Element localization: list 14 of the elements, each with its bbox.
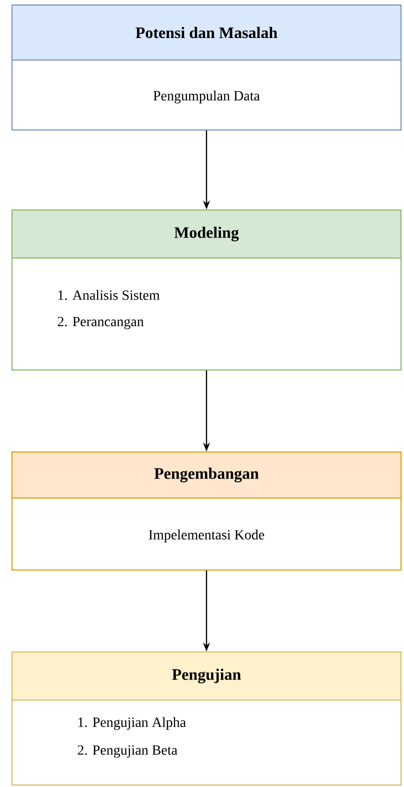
box-heading: Pengujian xyxy=(172,668,241,684)
process-box xyxy=(12,4,402,130)
list-item: 2. Perancangan xyxy=(58,316,144,330)
list-item: 1. Pengujian Alpha xyxy=(78,717,186,730)
box-heading: Modeling xyxy=(174,226,239,242)
process-box xyxy=(12,652,402,786)
list-item: 2. Pengujian Beta xyxy=(78,745,178,758)
body-text: Pengumpulan Data xyxy=(153,90,260,104)
body-text: Impelementasi Kode xyxy=(148,530,264,542)
list-item: 1. Analisis Sistem xyxy=(58,290,160,300)
process-box xyxy=(12,452,402,570)
process-box xyxy=(12,210,402,370)
box-heading: Pengembangan xyxy=(154,468,259,482)
box-heading: Potensi dan Masalah xyxy=(136,26,278,38)
